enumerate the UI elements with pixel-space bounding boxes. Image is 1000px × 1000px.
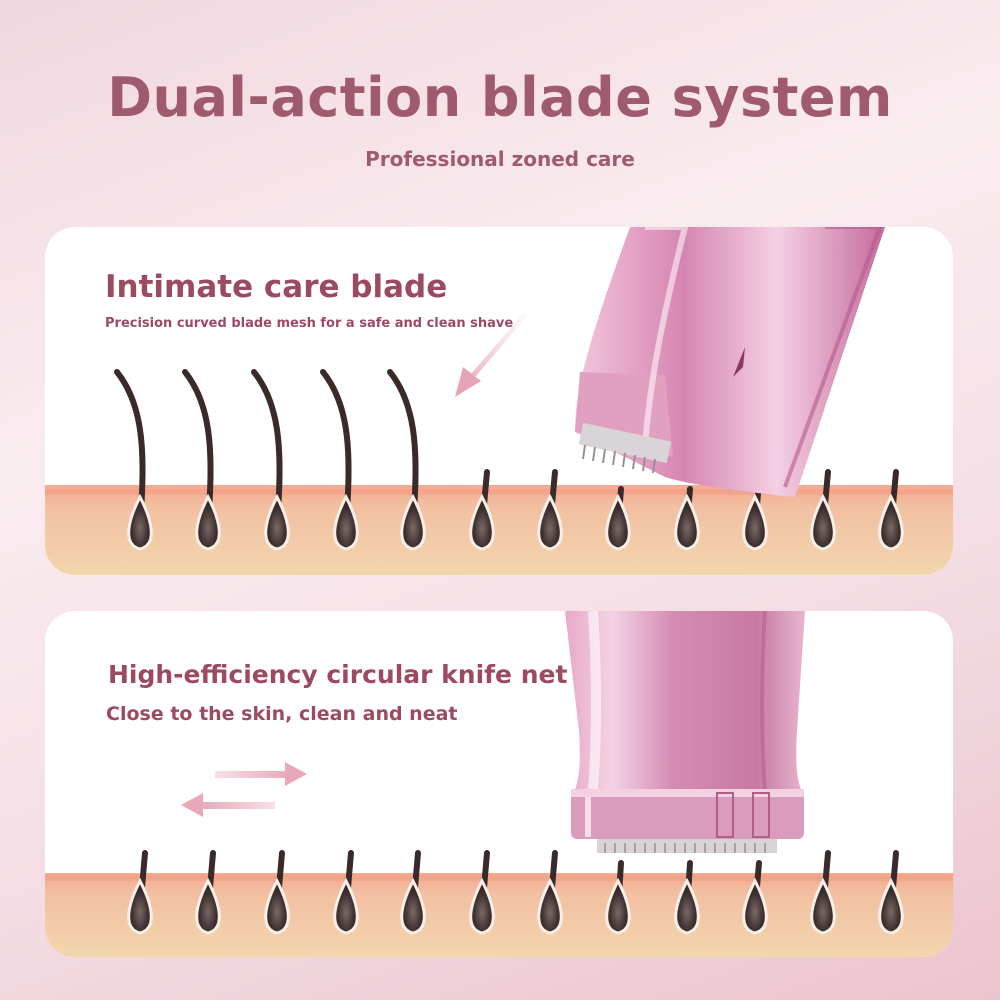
intimate-blade-panel: Intimate care blade Precision curved bla… — [45, 227, 953, 575]
circular-net-illustration — [45, 611, 953, 957]
intimate-blade-illustration — [45, 227, 953, 575]
hair-follicles — [127, 493, 904, 551]
circular-net-title: High-efficiency circular knife net — [108, 660, 568, 689]
intimate-blade-description: Precision curved blade mesh for a safe a… — [105, 316, 514, 331]
intimate-blade-title: Intimate care blade — [105, 269, 448, 305]
circular-net-panel: High-efficiency circular knife net Close… — [45, 611, 953, 957]
diagonal-arrow-icon — [455, 313, 527, 397]
circular-net-description: Close to the skin, clean and neat — [106, 703, 458, 725]
trimmer-device — [575, 227, 885, 497]
page-title: Dual-action blade system — [107, 66, 893, 129]
page-subtitle: Professional zoned care — [365, 147, 635, 171]
hair-follicles-2 — [127, 877, 904, 935]
rotary-shaver-device — [565, 611, 805, 853]
back-and-forth-arrows-icon — [181, 762, 307, 817]
